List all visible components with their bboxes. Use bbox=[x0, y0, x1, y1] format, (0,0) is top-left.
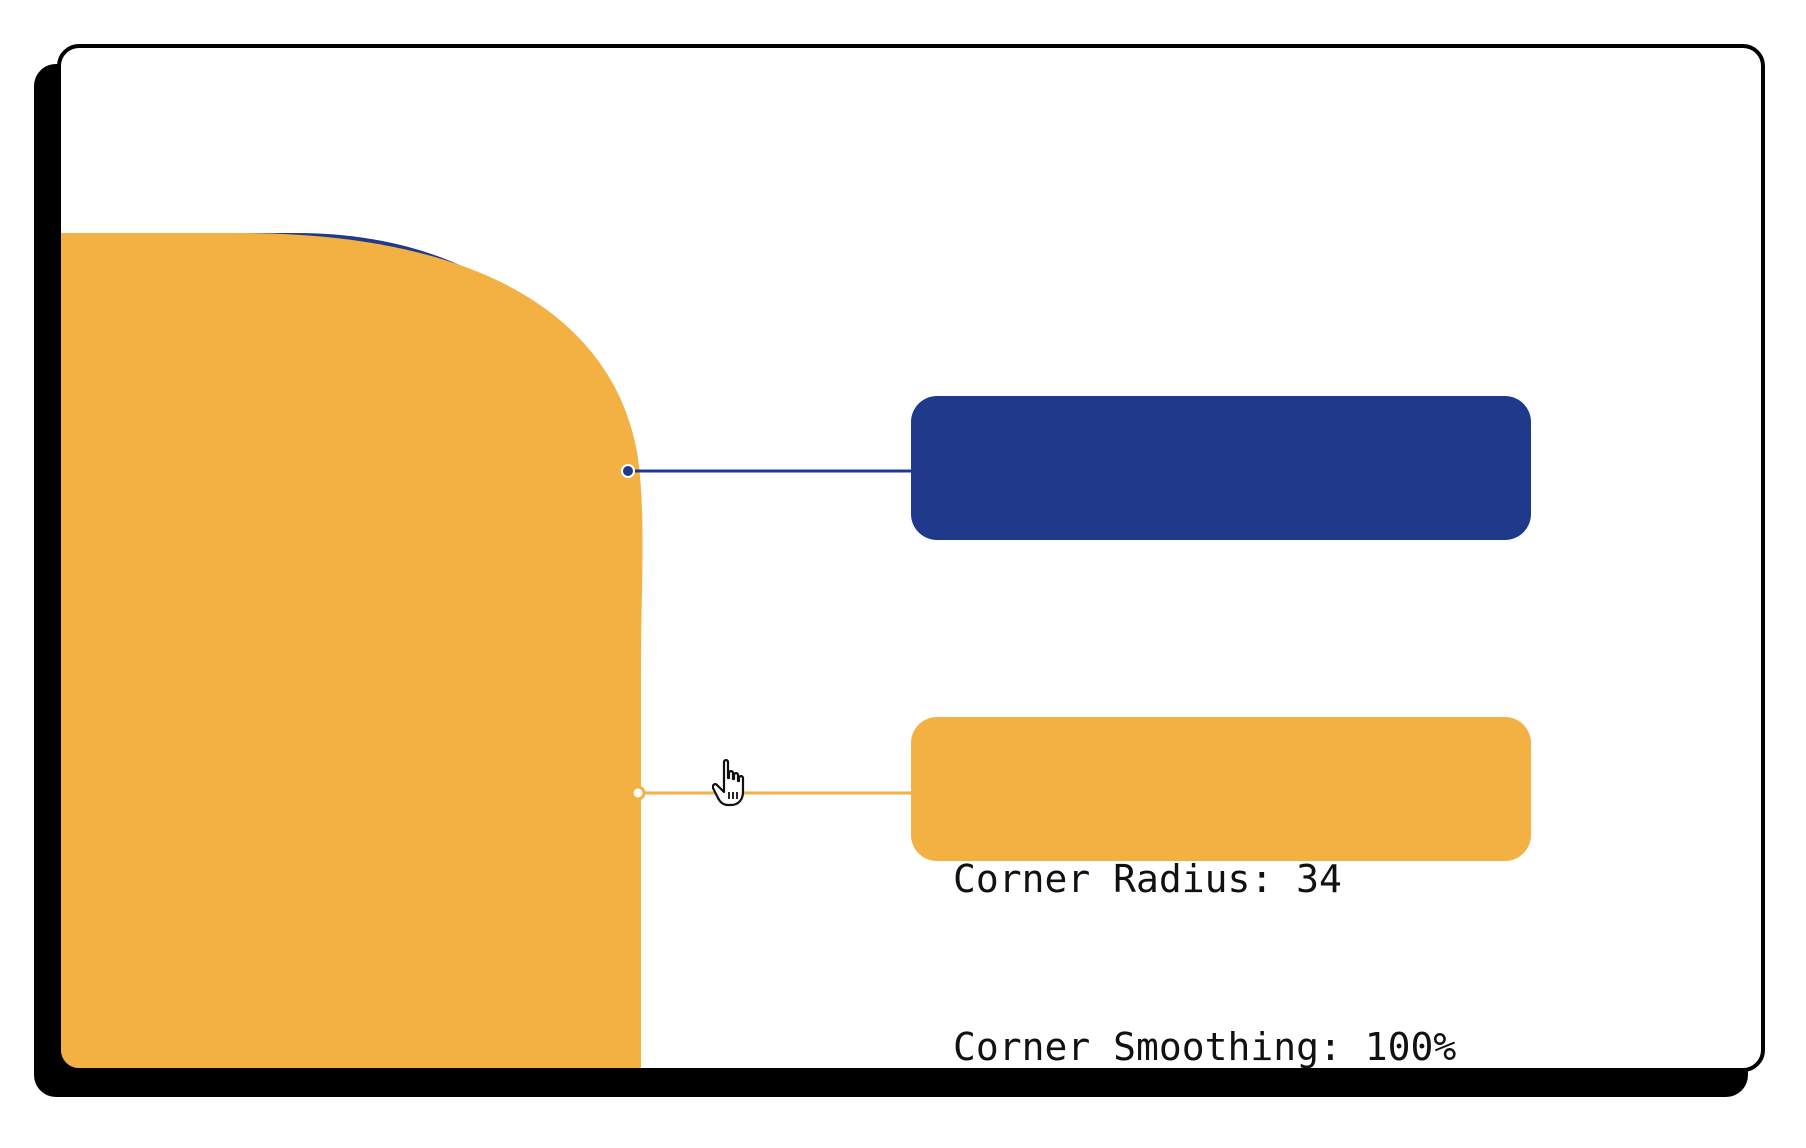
no-smoothing-callout: Corner Radius: 34 Corner Smoothing: 0% bbox=[911, 396, 1531, 748]
hand-pointer-icon bbox=[712, 759, 745, 807]
no-smoothing-radius-label: Corner Radius: 34 bbox=[959, 536, 1348, 580]
smoothed-corner-shape bbox=[61, 233, 643, 1068]
full-smoothing-callout: Corner Radius: 34 Corner Smoothing: 100% bbox=[911, 717, 1531, 1069]
standard-connector-dot bbox=[621, 464, 635, 478]
smoothed-connector-dot bbox=[630, 785, 646, 801]
illustration-card bbox=[57, 44, 1765, 1072]
full-smoothing-smoothing-label: Corner Smoothing: 100% bbox=[953, 1025, 1457, 1069]
corner-comparison-diagram bbox=[61, 233, 915, 1068]
full-smoothing-radius-label: Corner Radius: 34 bbox=[953, 857, 1342, 901]
